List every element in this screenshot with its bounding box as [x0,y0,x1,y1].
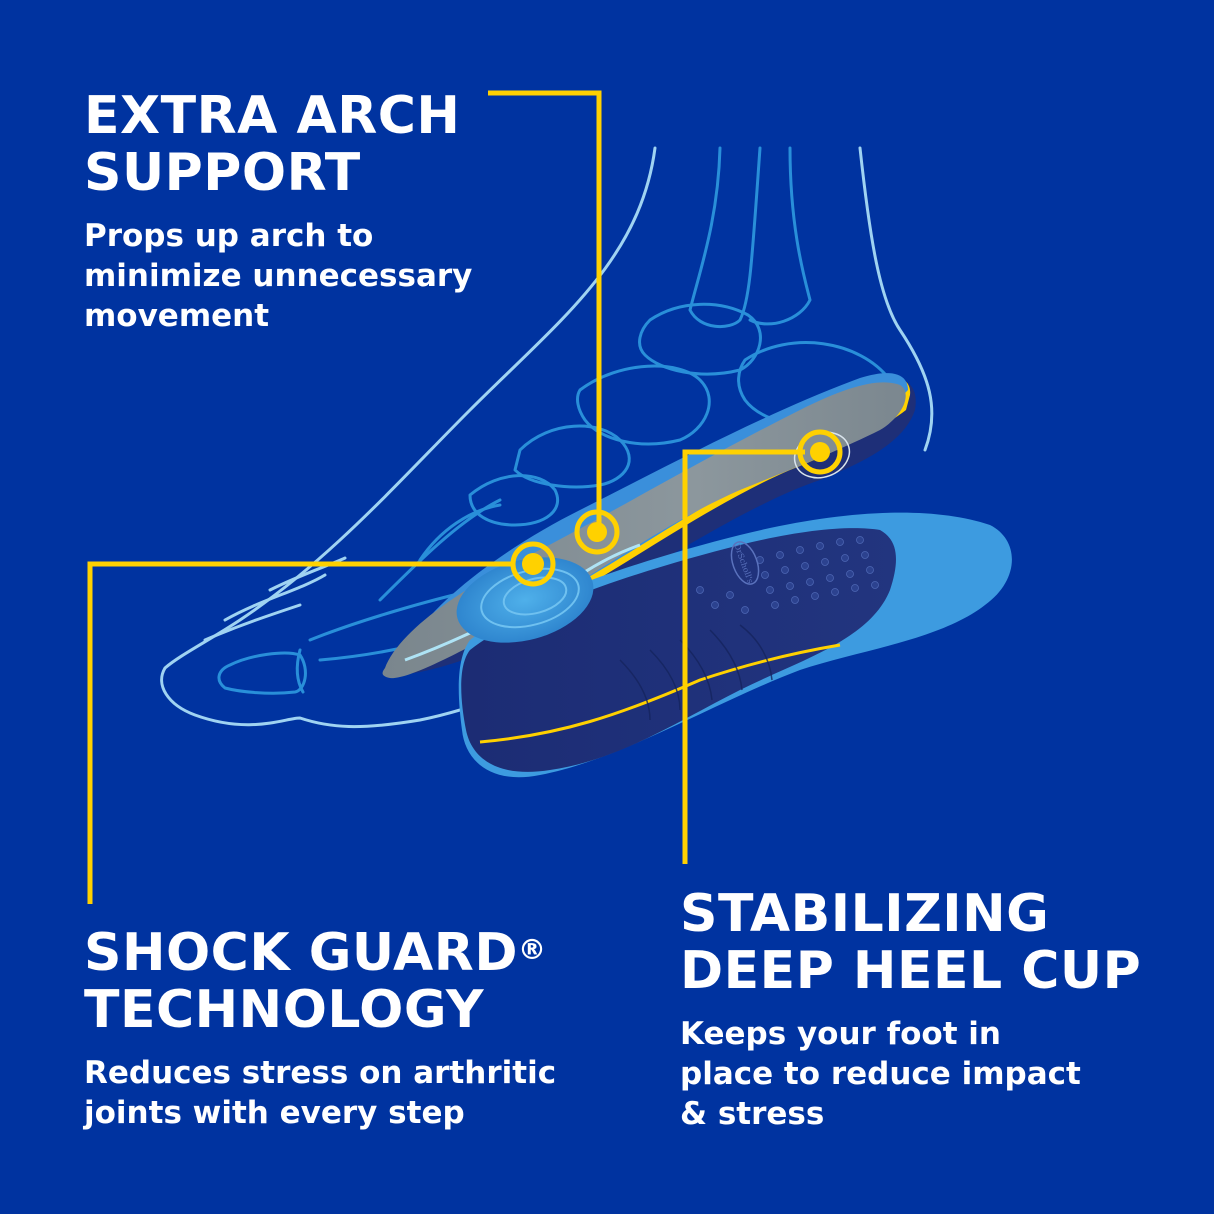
callout-marker-arch-icon [574,509,620,555]
feature-deep-heel-cup: STABILIZING DEEP HEEL CUP Keeps your foo… [680,886,1141,1134]
feature-arch-support: EXTRA ARCH SUPPORT Props up arch to mini… [84,88,472,336]
callout-line-shock [87,561,515,904]
callout-marker-heel-icon [797,429,843,475]
feature-description: Keeps your foot in place to reduce impac… [680,1016,1081,1132]
feature-description: Reduces stress on arthritic joints with … [84,1055,557,1131]
feature-title: EXTRA ARCH SUPPORT [84,86,461,203]
callout-lines [87,90,805,904]
callout-line-heel [682,449,805,864]
foot-outline-icon [160,146,934,729]
callout-marker-shock-icon [510,541,556,587]
feature-title: SHOCK GUARD® TECHNOLOGY [84,923,547,1040]
insole-dots-pattern [696,536,879,614]
registered-mark: ® [518,933,547,966]
insole-bottom-view: DrScholl's [456,512,1012,778]
feature-description: Props up arch to minimize unnecessary mo… [84,218,473,334]
callout-line-arch [488,90,602,532]
feature-title: STABILIZING DEEP HEEL CUP [680,884,1142,1001]
feature-shock-guard: SHOCK GUARD® TECHNOLOGY Reduces stress o… [84,925,556,1133]
